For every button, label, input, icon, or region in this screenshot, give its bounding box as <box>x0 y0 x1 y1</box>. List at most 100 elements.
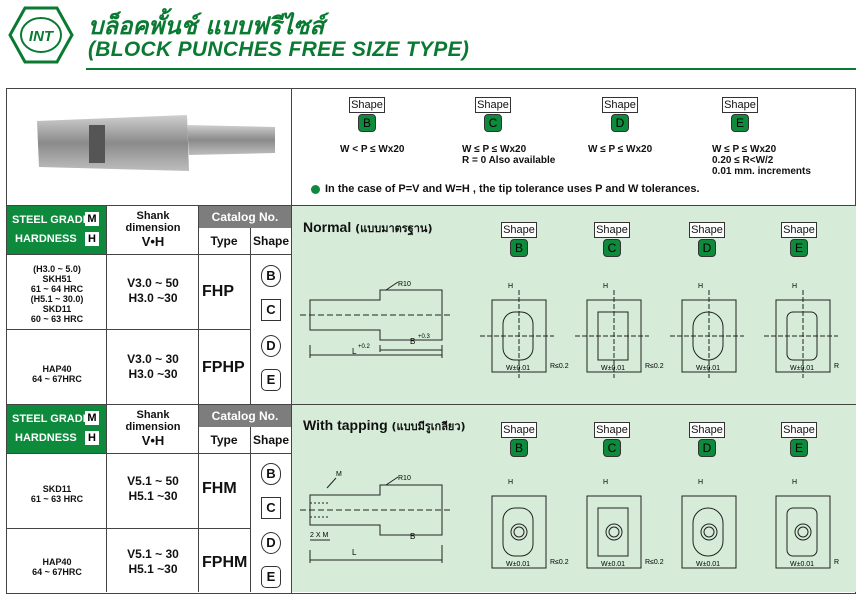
shape-pill-b[interactable]: B <box>261 265 281 287</box>
hardness-badge: H <box>85 232 99 246</box>
shape-pill-c[interactable]: C <box>261 497 281 519</box>
col-divider <box>106 405 107 592</box>
dim-w: W±0.01 <box>696 365 720 372</box>
shape-pill-d[interactable]: D <box>261 532 281 554</box>
shank-h: H3.0 ~30 <box>128 367 178 381</box>
row-divider <box>7 254 291 255</box>
grade-line: HAP40 <box>42 557 72 567</box>
shape-letter: D <box>698 439 716 457</box>
catalog-header: Catalog No. <box>199 405 291 427</box>
shank-v: V3.0 ~ 30 <box>127 352 179 366</box>
type-header: Type <box>210 433 238 447</box>
col-divider <box>198 206 199 404</box>
grade-line: 64 ~ 67HRC <box>32 374 82 384</box>
shape-letter: E <box>790 239 808 257</box>
catalog-code-fphm[interactable]: FPHM <box>202 554 248 571</box>
hardness-label: HARDNESS <box>15 233 77 245</box>
grade-line: HAP40 <box>42 364 72 374</box>
catalog-code-fhm[interactable]: FHM <box>202 480 237 497</box>
dim-rr: R <box>834 363 839 370</box>
shape-letter: B <box>510 439 528 457</box>
grade-line: SKD11 <box>42 484 72 494</box>
type-header: Type <box>210 234 238 248</box>
catalog-code-fphp[interactable]: FPHP <box>202 359 245 376</box>
dim-r10: R10 <box>398 281 411 288</box>
shape-pill-d[interactable]: D <box>261 335 281 357</box>
shape-letter: D <box>611 114 629 132</box>
catalog-header: Catalog No. <box>199 206 291 228</box>
dim-w: W±0.01 <box>601 561 625 568</box>
shape-label: Shape <box>349 97 385 113</box>
shape-pill-e[interactable]: E <box>261 369 281 391</box>
section-divider <box>7 404 856 405</box>
shape-d-desc: W ≤ P ≤ Wx20 <box>588 144 653 155</box>
grade-line: 64 ~ 67HRC <box>32 567 82 577</box>
dim-2xm: 2 X M <box>310 532 328 539</box>
dim-h: H <box>508 479 513 486</box>
shape-label: Shape <box>689 422 725 438</box>
col-divider <box>106 206 107 404</box>
steel-grade-label: STEEL GRADE <box>12 214 91 226</box>
dim-h: H <box>603 283 608 290</box>
steel-badge: M <box>85 411 99 425</box>
side-view-normal: R10 B +0.3 L +0.2 <box>300 281 452 358</box>
grade-line: SKD11 <box>42 304 72 314</box>
hardness-label: HARDNESS <box>15 432 77 444</box>
shank-subheader: V•H <box>141 433 165 448</box>
dim-r: R≤0.2 <box>645 559 664 566</box>
shape-letter: D <box>698 239 716 257</box>
shape-pill-c[interactable]: C <box>261 299 281 321</box>
catalog-code-fhp[interactable]: FHP <box>202 283 234 300</box>
dim-w: W±0.01 <box>601 365 625 372</box>
tolerance-note: In the case of P=V and W=H , the tip tol… <box>325 183 700 195</box>
shape-letter: C <box>484 114 502 132</box>
grade-line: 60 ~ 63 HRC <box>30 314 84 324</box>
dim-b: B <box>410 337 415 346</box>
dim-w: W±0.01 <box>506 561 530 568</box>
shape-label: Shape <box>781 222 817 238</box>
shape-label: Shape <box>722 97 758 113</box>
steel-badge: M <box>85 212 99 226</box>
bullet-icon <box>311 185 320 194</box>
dim-m: M <box>336 471 342 478</box>
shank-v: V5.1 ~ 50 <box>127 474 179 488</box>
col-divider <box>198 405 199 592</box>
title-rule <box>86 68 856 70</box>
title-en: Normal <box>303 219 352 235</box>
shape-letter: B <box>358 114 376 132</box>
title-th: (แบบมาตรฐาน) <box>355 222 433 235</box>
dim-r: R≤0.2 <box>550 363 569 370</box>
shape-letter: E <box>731 114 749 132</box>
shape-pill-b[interactable]: B <box>261 463 281 485</box>
hardness-badge: H <box>85 431 99 445</box>
end-views-normal <box>480 290 838 378</box>
shape-letter: C <box>603 239 621 257</box>
shape-e-desc-3: 0.01 mm. increments <box>712 166 811 177</box>
shape-pill-e[interactable]: E <box>261 566 281 588</box>
page-title-english: (BLOCK PUNCHES FREE SIZE TYPE) <box>88 38 470 61</box>
shape-letter: E <box>790 439 808 457</box>
dim-h: H <box>508 283 513 290</box>
dim-h: H <box>698 479 703 486</box>
shape-label: Shape <box>781 422 817 438</box>
steel-grade-label: STEEL GRADE <box>12 413 91 425</box>
dim-w: W±0.01 <box>506 365 530 372</box>
shank-h: H5.1 ~30 <box>128 562 178 576</box>
grade-line: 61 ~ 64 HRC <box>30 284 84 294</box>
dim-w: W±0.01 <box>696 561 720 568</box>
dim-rr: R <box>834 559 839 566</box>
grade-line: 61 ~ 63 HRC <box>30 494 84 504</box>
row-divider <box>7 329 250 330</box>
diagram-panel <box>292 206 856 404</box>
